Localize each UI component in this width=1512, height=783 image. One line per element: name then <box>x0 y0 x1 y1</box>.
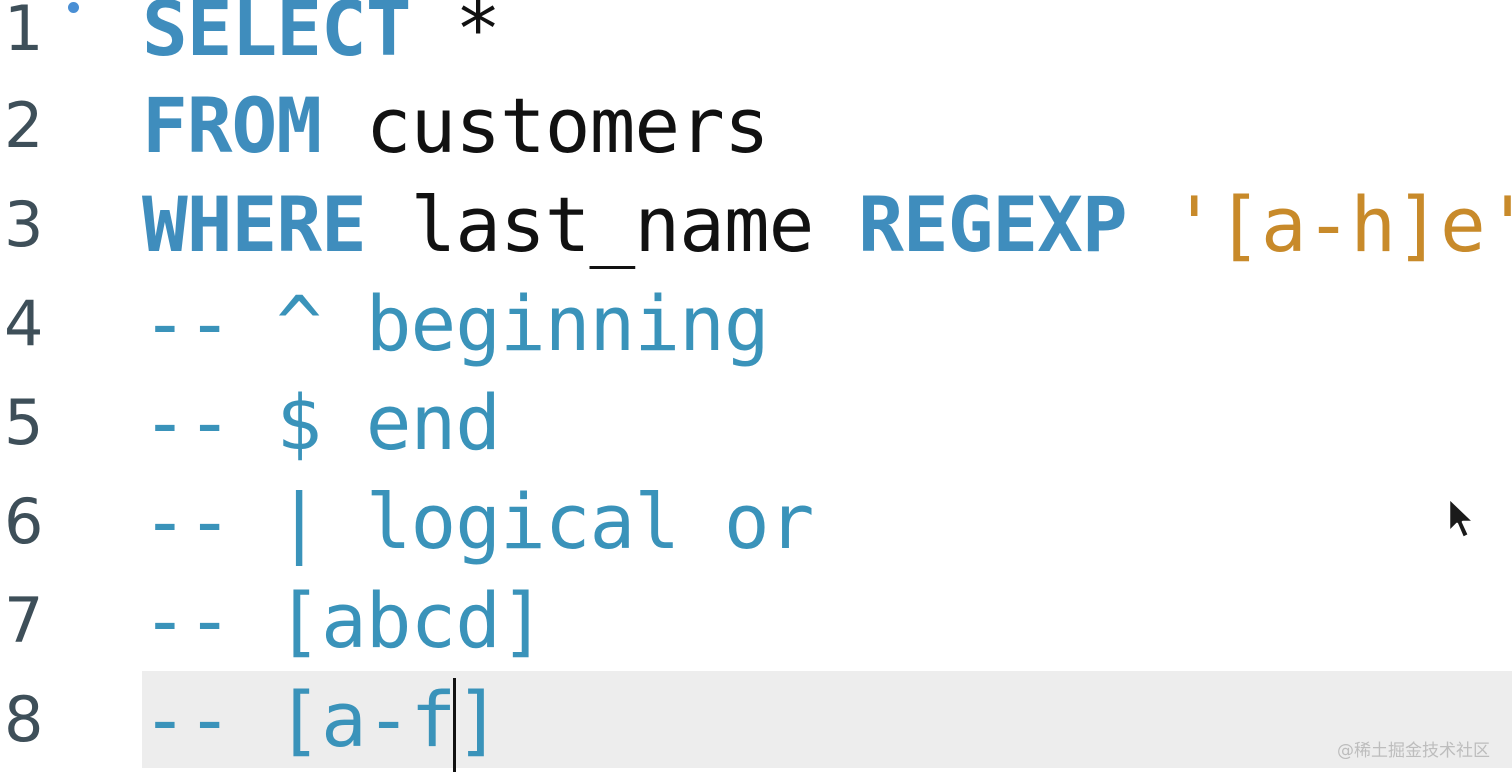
comment: -- [abcd] <box>142 576 546 665</box>
line-number: 7 <box>4 584 44 657</box>
keyword-regexp: REGEXP <box>858 180 1128 269</box>
text-caret <box>453 678 457 772</box>
line-content[interactable]: -- [a-f] <box>142 671 1512 772</box>
comment: -- [a-f <box>142 675 456 764</box>
keyword-where: WHERE <box>142 180 367 269</box>
line-content[interactable]: -- $ end <box>142 374 1512 471</box>
line-content[interactable]: -- | logical or <box>142 473 1512 570</box>
comment: -- $ end <box>142 378 501 467</box>
keyword-select: SELECT <box>142 0 412 73</box>
select-all-token: * <box>410 0 501 73</box>
line-number: 1 <box>4 0 44 65</box>
line-content[interactable]: -- [abcd] <box>142 572 1512 669</box>
code-line-5[interactable]: 5 -- $ end <box>0 374 1512 471</box>
comment: ] <box>455 675 501 764</box>
watermark: @稀土掘金技术社区 <box>1337 741 1490 761</box>
table-name: customers <box>321 81 770 170</box>
line-number: 4 <box>4 287 44 360</box>
breakpoint-dot-icon[interactable] <box>68 2 79 13</box>
column-name: last_name <box>365 180 859 269</box>
string-literal: '[a-h]e' <box>1126 180 1512 269</box>
line-content[interactable]: -- ^ beginning <box>142 275 1512 372</box>
comment: -- | logical or <box>142 477 814 566</box>
keyword-from: FROM <box>142 81 322 170</box>
code-line-6[interactable]: 6 -- | logical or <box>0 473 1512 570</box>
line-content[interactable]: WHERE last_name REGEXP '[a-h]e' <box>142 176 1512 273</box>
line-number: 3 <box>4 188 44 261</box>
line-number: 2 <box>4 89 44 162</box>
code-line-7[interactable]: 7 -- [abcd] <box>0 572 1512 669</box>
code-line-2[interactable]: 2 FROM customers <box>0 77 1512 174</box>
line-number: 5 <box>4 386 44 459</box>
line-number: 6 <box>4 485 44 558</box>
code-line-4[interactable]: 4 -- ^ beginning <box>0 275 1512 372</box>
code-line-8-current[interactable]: 8 -- [a-f] <box>0 671 1512 772</box>
line-content[interactable]: SELECT * <box>142 0 1512 77</box>
code-line-1[interactable]: 1 SELECT * <box>0 0 1512 77</box>
line-content[interactable]: FROM customers <box>142 77 1512 174</box>
comment: -- ^ beginning <box>142 279 770 368</box>
line-number: 8 <box>4 683 44 756</box>
code-line-3[interactable]: 3 WHERE last_name REGEXP '[a-h]e' <box>0 176 1512 273</box>
mouse-pointer-icon <box>1447 496 1476 540</box>
